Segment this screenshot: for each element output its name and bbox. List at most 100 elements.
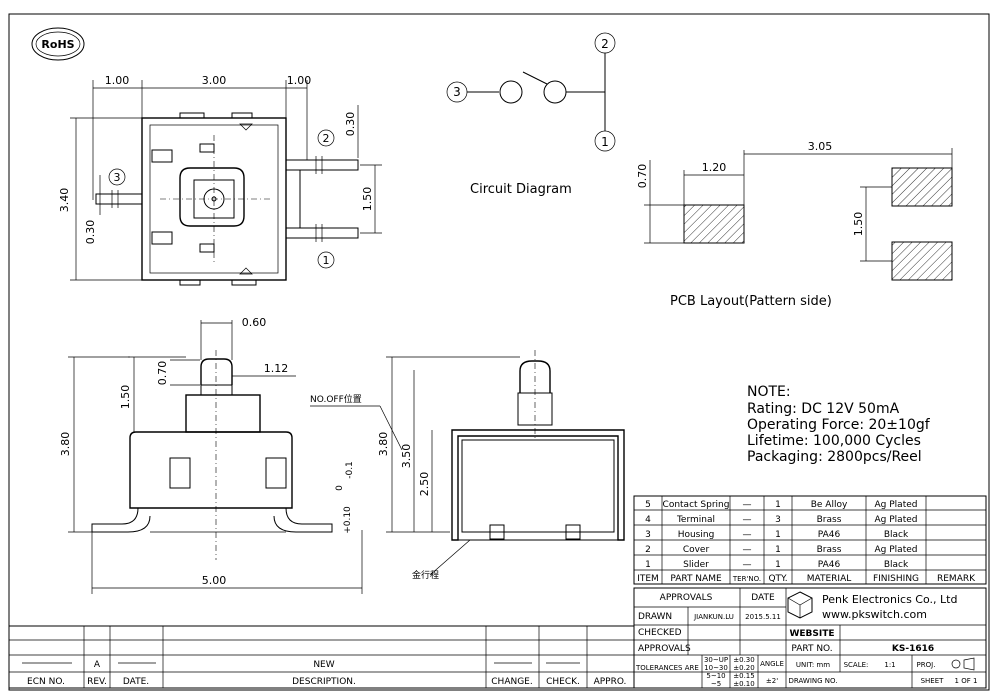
svg-text:PART NAME: PART NAME	[670, 574, 722, 584]
title-block: APPROVALS DATE DRAWN JIANKUN.LU 2015.5.1…	[633, 587, 987, 689]
pcb-layout: 0.70 1.20 3.05 1.50 PCB Layout(Pattern s…	[636, 140, 953, 309]
bom-table: 5 Contact Spring — 1 Be Alloy Ag Plated …	[633, 495, 987, 585]
tb-scale: SCALE:	[844, 661, 869, 669]
dim-height-total: 3.40	[58, 188, 71, 213]
svg-text:±0.20: ±0.20	[733, 664, 754, 672]
svg-text:—: —	[743, 515, 752, 525]
note-line-rating: Rating: DC 12V 50mA	[747, 401, 900, 417]
svg-text:Slider: Slider	[683, 560, 709, 570]
svg-text:MATERIAL: MATERIAL	[807, 574, 852, 584]
dim-side-h3: 2.50	[418, 472, 431, 497]
dim-tol-a: 0	[335, 485, 345, 491]
projection-icon	[951, 657, 975, 671]
svg-text:QTY.: QTY.	[768, 574, 787, 584]
rev-change: CHANGE.	[491, 677, 532, 687]
svg-text:PA46: PA46	[818, 560, 841, 570]
svg-text:FINISHING: FINISHING	[873, 574, 919, 584]
pcb-dim-pad-h: 0.70	[636, 164, 649, 189]
tb-url: www.pkswitch.com	[822, 608, 927, 621]
svg-text:3: 3	[775, 515, 781, 525]
rev-new: NEW	[313, 660, 334, 670]
tb-checked: CHECKED	[638, 628, 682, 638]
rev-appro: APPRO.	[594, 677, 627, 687]
pcb-title: PCB Layout(Pattern side)	[670, 294, 832, 309]
tb-tolerances: TOLERANCES ARE	[635, 664, 699, 672]
dim-top-mid: 3.00	[202, 74, 227, 87]
dim-height-low: 0.30	[84, 220, 97, 245]
svg-text:1: 1	[775, 545, 781, 555]
tb-approvals: APPROVALS	[660, 593, 713, 603]
svg-text:—: —	[743, 560, 752, 570]
dim-side-height: 3.80	[377, 432, 390, 457]
svg-text:Housing: Housing	[678, 530, 715, 540]
pin1-label: 1	[317, 251, 335, 269]
pin3-label: 3	[108, 168, 126, 186]
dim-pin-top: 0.30	[344, 112, 357, 137]
circuit-diagram: 3 2 1 Circuit Diagram	[446, 32, 616, 197]
bom-row-3: 3 Housing — 1 PA46 Black	[645, 530, 909, 540]
bom-header: ITEM PART NAME TER'NO. QTY. MATERIAL FIN…	[637, 574, 976, 584]
company-logo-icon	[787, 591, 813, 619]
tb-website: WEBSITE	[789, 629, 834, 639]
svg-text:2: 2	[323, 132, 330, 145]
bom-row-2: 4 Terminal — 3 Brass Ag Plated	[645, 515, 917, 525]
note-block: NOTE: Rating: DC 12V 50mA Operating Forc…	[747, 384, 931, 465]
rev-letter: A	[94, 660, 101, 670]
tb-drawing-no: DRAWING NO.	[789, 677, 838, 685]
revision-block: A NEW ECN NO. REV. DATE. DESCRIPTION. CH…	[8, 625, 635, 689]
tb-unit: UNIT: mm	[796, 661, 830, 669]
dim-front-width: 5.00	[202, 574, 227, 587]
svg-text:Ag Plated: Ag Plated	[875, 515, 918, 525]
drawing-border	[8, 13, 990, 691]
pcb-dim-pitch: 1.50	[852, 212, 865, 237]
svg-text:Ag Plated: Ag Plated	[875, 545, 918, 555]
dim-front-height: 3.80	[59, 432, 72, 457]
svg-text:—: —	[743, 530, 752, 540]
tb-part-no: KS-1616	[892, 644, 934, 654]
tb-drawn: DRAWN	[638, 612, 672, 622]
rev-date: DATE.	[123, 677, 149, 687]
rev-rev: REV.	[87, 677, 107, 687]
rev-desc: DESCRIPTION.	[292, 677, 356, 687]
tb-scale-val: 1:1	[884, 661, 895, 669]
svg-text:REMARK: REMARK	[937, 574, 976, 584]
svg-text:Be Alloy: Be Alloy	[811, 500, 848, 510]
pcb-pad-right-top	[891, 167, 953, 207]
bom-row-5: 1 Slider — 1 PA46 Black	[645, 560, 909, 570]
svg-text:5: 5	[645, 500, 651, 510]
tb-approvals2: APPROVALS	[638, 644, 691, 654]
side-view: 3.80 3.50 2.50 金行程	[377, 350, 625, 581]
gold-travel-label: 金行程	[412, 569, 439, 581]
svg-text:~5: ~5	[711, 680, 721, 688]
svg-text:±0.10: ±0.10	[733, 680, 754, 688]
svg-text:Cover: Cover	[683, 545, 710, 555]
tb-drawn-date: 2015.5.11	[745, 613, 781, 621]
rev-ecn: ECN NO.	[27, 677, 65, 687]
svg-text:TER'NO.: TER'NO.	[732, 575, 761, 583]
tb-sheet: SHEET	[921, 677, 945, 685]
dim-plunger-h: 0.70	[156, 361, 169, 386]
circuit-pin2: 2	[601, 37, 609, 51]
dim-top-right: 1.00	[287, 74, 312, 87]
dim-stroke: 1.50	[119, 385, 132, 410]
circuit-pin3: 3	[453, 85, 461, 99]
tb-drawn-by: JIANKUN.LU	[693, 613, 734, 621]
svg-text:4: 4	[645, 515, 651, 525]
note-line-lifetime: Lifetime: 100,000 Cycles	[747, 433, 921, 449]
svg-text:Ag Plated: Ag Plated	[875, 500, 918, 510]
svg-text:Terminal: Terminal	[676, 515, 715, 525]
svg-text:ITEM: ITEM	[637, 574, 659, 584]
svg-text:Black: Black	[884, 530, 909, 540]
svg-text:Brass: Brass	[817, 515, 842, 525]
note-title: NOTE:	[747, 384, 791, 400]
rohs-logo: RoHS	[31, 27, 85, 61]
svg-text:5~10: 5~10	[706, 672, 725, 680]
svg-text:1: 1	[645, 560, 651, 570]
pcb-pad-left	[683, 204, 745, 244]
svg-text:3: 3	[114, 171, 121, 184]
pcb-dim-pad-w: 1.20	[702, 161, 727, 174]
dim-tol-b: -0.1	[345, 461, 355, 479]
dim-top-left: 1.00	[105, 74, 130, 87]
circuit-pin1: 1	[601, 135, 609, 149]
